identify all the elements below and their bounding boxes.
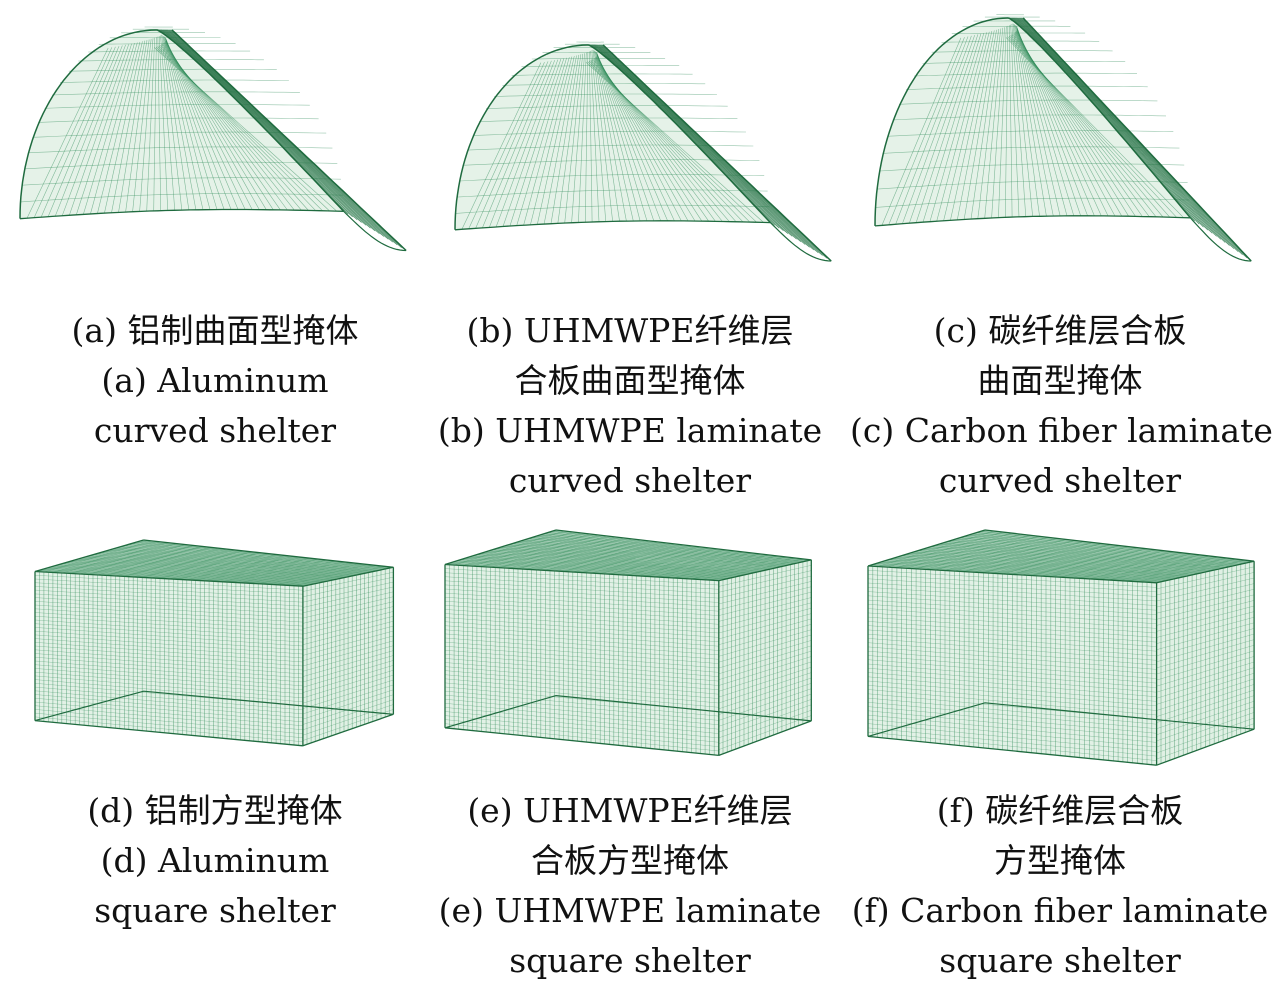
panel-a	[0, 0, 420, 300]
box-mesh-e	[444, 529, 812, 757]
dome-surface	[19, 26, 407, 252]
caption-e-line-1: (e) UHMWPE纤维层	[467, 791, 793, 830]
caption-f-line-2: 方型掩体	[994, 841, 1126, 880]
caption-d: (d) 铝制方型掩体 (d) Aluminum square shelter	[0, 786, 430, 936]
caption-a-line-3: curved shelter	[93, 411, 337, 450]
caption-c-line-3: (c) Carbon fiber laminate	[850, 411, 1273, 450]
caption-a: (a) 铝制曲面型掩体 (a) Aluminum curved shelter	[0, 306, 430, 456]
panel-f	[860, 529, 1276, 780]
box-surface	[444, 529, 812, 757]
caption-c-line-1: (c) 碳纤维层合板	[933, 311, 1187, 350]
caption-f-line-1: (f) 碳纤维层合板	[936, 791, 1184, 830]
caption-c-line-4: curved shelter	[938, 461, 1182, 500]
dome-surface	[874, 14, 1252, 262]
caption-a-line-2: (a) Aluminum	[101, 361, 329, 400]
caption-f: (f) 碳纤维层合板 方型掩体 (f) Carbon fiber laminat…	[850, 786, 1270, 986]
caption-a-line-1: (a) 铝制曲面型掩体	[71, 311, 359, 350]
caption-e: (e) UHMWPE纤维层 合板方型掩体 (e) UHMWPE laminate…	[420, 786, 840, 986]
box-mesh-f	[867, 529, 1255, 766]
dome-mesh-a	[19, 26, 407, 252]
caption-f-line-3: (f) Carbon fiber laminate	[851, 891, 1269, 930]
caption-c-line-2: 曲面型掩体	[977, 361, 1143, 400]
caption-d-line-1: (d) 铝制方型掩体	[87, 791, 343, 830]
panel-c	[860, 0, 1276, 300]
caption-b-line-3: (b) UHMWPE laminate	[437, 411, 823, 450]
box-mesh-d	[34, 539, 395, 747]
caption-f-line-4: square shelter	[939, 941, 1181, 980]
box-surface	[34, 539, 395, 747]
caption-d-line-2: (d) Aluminum	[100, 841, 330, 880]
panel-e	[430, 529, 850, 770]
caption-b-line-4: curved shelter	[508, 461, 752, 500]
box-surface	[867, 529, 1255, 766]
dome-surface	[454, 41, 832, 262]
caption-e-line-2: 合板方型掩体	[531, 841, 729, 880]
caption-c: (c) 碳纤维层合板 曲面型掩体 (c) Carbon fiber lamina…	[850, 306, 1273, 506]
panel-b	[430, 0, 850, 300]
caption-b-line-2: 合板曲面型掩体	[514, 361, 746, 400]
dome-mesh-b	[454, 41, 832, 262]
caption-e-line-4: square shelter	[509, 941, 751, 980]
panel-d	[0, 530, 420, 770]
caption-d-line-3: square shelter	[94, 891, 336, 930]
caption-b-line-1: (b) UHMWPE纤维层	[466, 311, 794, 350]
dome-mesh-c	[874, 14, 1252, 262]
caption-e-line-3: (e) UHMWPE laminate	[438, 891, 822, 930]
caption-b: (b) UHMWPE纤维层 合板曲面型掩体 (b) UHMWPE laminat…	[420, 306, 840, 506]
